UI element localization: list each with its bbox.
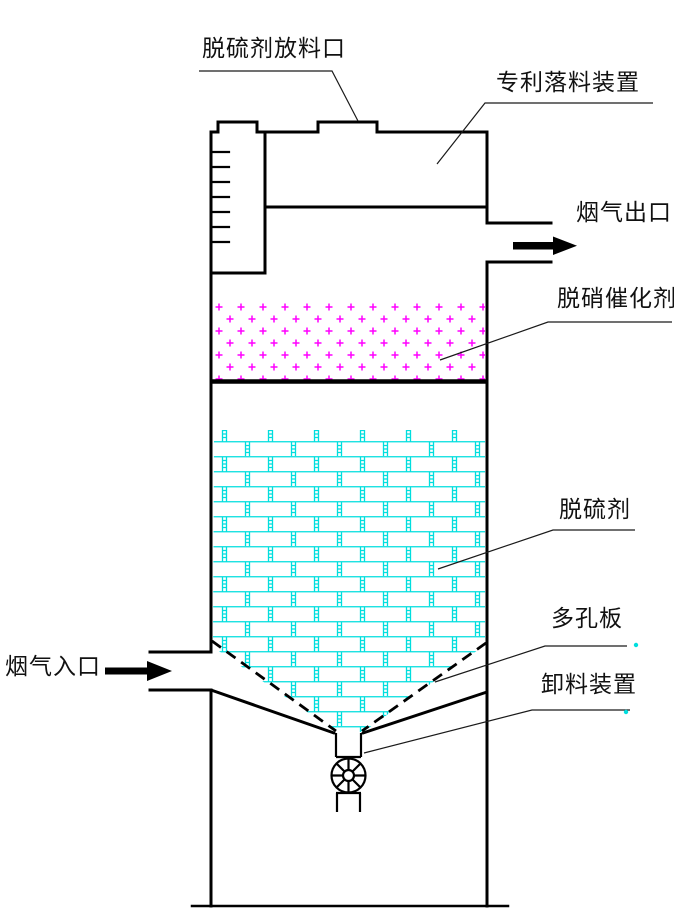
hopper-walls [209,688,489,735]
label-discharge-device: 卸料装置 [541,671,637,697]
label-flue-gas-inlet: 烟气入口 [5,653,101,679]
discharge-device [330,733,367,812]
leader-lines [199,70,672,754]
tower-shell [148,120,553,908]
label-perforated-plate: 多孔板 [551,605,623,631]
denox-catalyst-layer [212,301,487,384]
label-desulfurizer-feed-port: 脱硫剂放料口 [202,35,346,61]
label-desulfurizer: 脱硫剂 [559,496,631,522]
label-flue-gas-outlet: 烟气出口 [576,199,672,225]
gas-inlet-arrow [105,661,172,681]
perforated-plate [211,639,487,733]
cyan-dot-1 [633,642,639,648]
label-patented-falling-device: 专利落料装置 [496,69,640,95]
label-denox-catalyst: 脱硝催化剂 [557,285,674,311]
desulfurizer-bed-layer [213,430,485,732]
gas-outlet-arrow [513,236,577,255]
level-ticks [209,150,231,244]
cyan-dot-2 [623,709,629,715]
